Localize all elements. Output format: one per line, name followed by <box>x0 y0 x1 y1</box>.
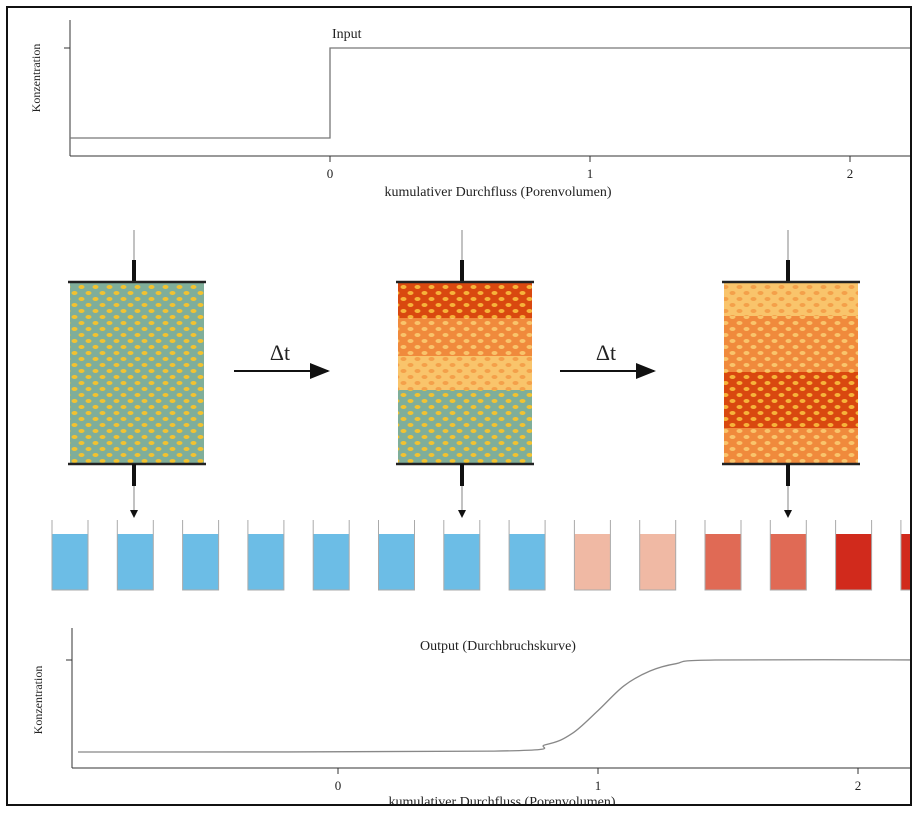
column-3-inflow-pipe <box>786 260 790 282</box>
sample-vial <box>378 520 415 591</box>
sample-vial-outline <box>769 520 807 591</box>
input-tick-2: 2 <box>847 166 854 181</box>
column-2-layer-red <box>398 282 532 318</box>
input-title: Input <box>332 27 362 42</box>
column-3-layer-red <box>724 372 858 428</box>
column-2-inflow-pipe <box>460 260 464 282</box>
sample-vial-outline <box>51 520 89 591</box>
sample-vials <box>51 520 910 591</box>
sample-vial-liquid <box>770 534 807 590</box>
column-2-layer-orange <box>398 318 532 356</box>
sample-vial-liquid <box>443 534 480 590</box>
output-tick-1: 1 <box>595 778 602 793</box>
sample-vial-liquid <box>52 534 88 590</box>
column-3-layer-light <box>724 282 858 316</box>
delta-t-label-2: Δt <box>596 340 616 365</box>
column-3-layer-orange-bottom <box>724 428 858 464</box>
column-1-outflow-pipe <box>132 464 136 486</box>
sample-vial-outline <box>900 520 910 591</box>
output-title: Output (Durchbruchskurve) <box>420 639 576 654</box>
sample-vial-liquid <box>378 534 415 590</box>
output-tick-0: 0 <box>335 778 342 793</box>
sample-vial-outline <box>508 520 546 591</box>
column-1-inflow-pipe <box>132 260 136 282</box>
column-3-outflow-pipe <box>786 464 790 486</box>
input-step-line <box>70 47 910 139</box>
sample-vial <box>312 520 350 591</box>
sample-vial-outline <box>573 520 611 591</box>
column-2-outflow-drop-icon <box>458 510 466 518</box>
sample-vial-outline <box>378 520 415 591</box>
column-3 <box>722 230 860 518</box>
sample-vial-outline <box>443 520 481 591</box>
sample-vial-liquid <box>509 534 546 590</box>
sample-vial <box>182 520 220 591</box>
sample-vial-liquid <box>247 534 284 590</box>
sample-vial <box>51 520 89 591</box>
output-y-label: Konzentration <box>31 666 45 735</box>
sample-vial-liquid <box>313 534 350 590</box>
sample-vial <box>639 520 677 591</box>
delta-t-label-1: Δt <box>270 340 290 365</box>
column-3-outflow-drop-icon <box>784 510 792 518</box>
sample-vial-outline <box>182 520 220 591</box>
sample-vial <box>769 520 807 591</box>
column-2 <box>396 230 534 518</box>
sample-vial-outline <box>704 520 742 591</box>
column-1-body <box>70 282 204 464</box>
sample-vial <box>508 520 546 591</box>
output-chart: Output (Durchbruchskurve) 0 1 2 kumulati… <box>31 628 910 806</box>
sample-vial <box>443 520 481 591</box>
input-x-label: kumulativer Durchfluss (Porenvolumen) <box>384 185 611 200</box>
column-3-layer-orange-top <box>724 316 858 372</box>
breakthrough-diagram: Input 0 1 2 kumulativer Durchfluss (Pore… <box>29 20 910 806</box>
input-chart: Input 0 1 2 kumulativer Durchfluss (Pore… <box>29 20 910 200</box>
delta-t-arrow-1: Δt <box>234 340 330 379</box>
sample-vial <box>900 520 910 591</box>
sample-vial-liquid <box>574 534 611 590</box>
sample-vial-outline <box>116 520 154 591</box>
delta-t-arrow-2: Δt <box>560 340 656 379</box>
sample-vial <box>704 520 742 591</box>
column-2-layer-light <box>398 356 532 390</box>
sample-vial-outline <box>639 520 677 591</box>
output-breakthrough-curve <box>77 659 910 753</box>
input-tick-0: 0 <box>327 166 334 181</box>
input-y-label: Konzentration <box>29 44 43 113</box>
figure-frame: Input 0 1 2 kumulativer Durchfluss (Pore… <box>6 6 912 806</box>
sample-vial-liquid <box>835 534 872 590</box>
sample-vial-outline <box>247 520 285 591</box>
column-2-outflow-pipe <box>460 464 464 486</box>
sample-vial-liquid <box>705 534 741 590</box>
sample-vial <box>835 520 873 591</box>
sample-vial-liquid <box>117 534 154 590</box>
sample-vial <box>247 520 285 591</box>
output-tick-2: 2 <box>855 778 862 793</box>
column-2-layer-green <box>398 390 532 464</box>
output-x-label: kumulativer Durchfluss (Porenvolumen) <box>388 795 615 806</box>
sample-vial-liquid <box>639 534 676 590</box>
sample-vial <box>573 520 611 591</box>
column-1-outflow-drop-icon <box>130 510 138 518</box>
sample-vial-outline <box>835 520 873 591</box>
sample-vial-outline <box>312 520 350 591</box>
sample-vial-liquid <box>182 534 219 590</box>
sample-vial-liquid <box>900 534 910 590</box>
sample-vial <box>116 520 154 591</box>
input-tick-1: 1 <box>587 166 594 181</box>
column-1 <box>68 230 206 518</box>
